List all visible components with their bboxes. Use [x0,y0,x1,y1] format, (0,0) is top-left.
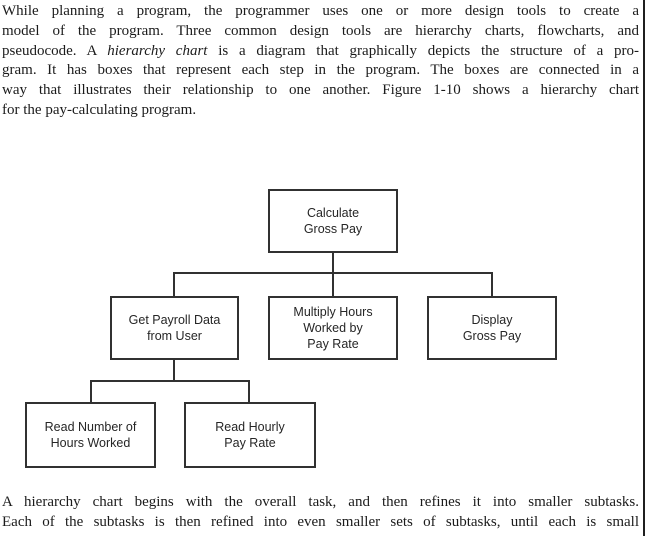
text-segment: for the pay-calculating program. [2,101,197,118]
text-segment: pseudocode. A [2,42,108,59]
hierarchy-box-get-payroll-data: Get Payroll Data from User [110,296,239,360]
box-label-line: Read Hourly [215,420,285,434]
connector-line [491,272,493,296]
text-segment: model of the program. Three common desig… [2,22,639,39]
page-edge-line [643,0,645,536]
intro-text-line: way that illustrates their relationship … [2,81,639,101]
box-label-line: Multiply Hours [293,305,373,319]
box-label-line: from User [147,329,202,343]
intro-text-line: model of the program. Three common desig… [2,22,639,42]
closing-paragraph: A hierarchy chart begins with the overal… [2,493,639,533]
hierarchy-box-read-number-hours: Read Number of Hours Worked [25,402,156,468]
box-label-line: Display [471,313,513,327]
box-label-line: Calculate [306,206,360,220]
box-label-line: Worked by [303,321,363,335]
text-segment: gram. It has boxes that represent each s… [2,62,639,79]
intro-paragraph: While planning a program, the programmer… [2,2,639,121]
text-segment: A hierarchy chart begins with the overal… [2,494,639,510]
text-segment: is a diagram that graphically depicts th… [207,42,639,59]
closing-text-line: Each of the subtasks is then refined int… [2,513,639,533]
box-label-line: Read Number of [44,420,137,434]
connector-line [90,380,92,402]
text-segment: While planning a program, the programmer… [2,3,639,19]
intro-text-line: for the pay-calculating program. [2,101,639,121]
box-label-line: Hours Worked [50,436,131,450]
box-label-line: Get Payroll Data [128,313,221,327]
intro-text-line: While planning a program, the programmer… [2,2,639,22]
connector-line [173,360,175,381]
text-segment: Each of the subtasks is then refined int… [2,513,639,530]
intro-text-line: gram. It has boxes that represent each s… [2,61,639,81]
connector-line [173,272,493,274]
box-label-line: Gross Pay [303,222,363,236]
text-segment: way that illustrates their relationship … [2,82,639,99]
box-label-line: Pay Rate [224,436,276,450]
connector-line [90,380,250,382]
connector-line [248,380,250,402]
intro-text-line: pseudocode. A hierarchy chart is a diagr… [2,42,639,62]
box-label-line: Pay Rate [307,337,359,351]
closing-text-line: A hierarchy chart begins with the overal… [2,493,639,513]
italic-term: hierarchy chart [107,42,208,59]
connector-line [332,253,334,296]
box-label-line: Gross Pay [462,329,522,343]
connector-line [173,272,175,296]
